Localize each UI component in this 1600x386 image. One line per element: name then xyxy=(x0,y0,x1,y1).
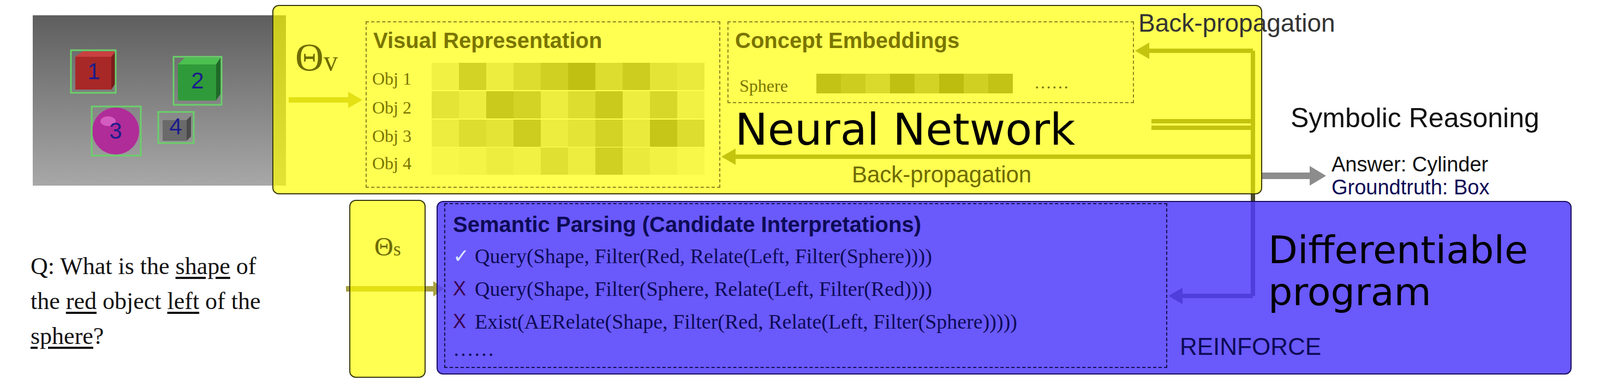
row-label: Obj 4 xyxy=(372,153,412,174)
feature-panel: Visual RepresentationObj 1 Obj 2 Obj 3 Obj … xyxy=(365,21,721,188)
check-mark: ✓ xyxy=(452,244,470,267)
question-text: Q: What is the xyxy=(30,252,170,282)
program-box: Differentiable programREINFORCE Semantic … xyxy=(436,200,1572,375)
callout-number: 4 xyxy=(169,115,182,139)
row-label: Obj 2 xyxy=(372,97,412,118)
flow-label: Back-propagation xyxy=(851,161,1032,188)
row-label: Sphere xyxy=(739,75,788,97)
green-cube xyxy=(177,64,217,101)
question-text: ? xyxy=(93,321,105,351)
neural-network-box: Neural Network Θv Visual RepresentationObj… xyxy=(272,4,1263,195)
panel-heading: Concept Embeddings xyxy=(735,27,960,53)
node-title: Neural Network xyxy=(735,108,1076,152)
program-text: Query(Shape, Filter(Sphere, Relate(Left,… xyxy=(474,277,933,302)
question-keyword: red xyxy=(66,287,97,316)
section-label: Symbolic Reasoning xyxy=(1290,102,1540,135)
answer-text: Answer: Cylinder xyxy=(1331,152,1489,177)
program-text: Exist(AERelate(Shape, Filter(Red, Relate… xyxy=(474,309,1018,334)
row-label: Obj 3 xyxy=(372,126,412,147)
green-cube xyxy=(177,57,221,65)
callout-number: 2 xyxy=(190,69,204,93)
parameter-symbol: Θv xyxy=(295,37,338,77)
gray-cube xyxy=(186,115,191,141)
program-text: Query(Shape, Filter(Red, Relate(Left, Fi… xyxy=(474,244,933,269)
cross-mark: X xyxy=(452,277,467,300)
question-keyword: left xyxy=(166,287,200,316)
question-keyword: sphere xyxy=(30,321,94,351)
node-title: Differentiable program xyxy=(1268,229,1563,314)
red-cube xyxy=(75,56,112,90)
program-text: …… xyxy=(452,337,495,362)
detection-box xyxy=(158,111,194,143)
question-keyword: shape xyxy=(175,252,231,282)
row-label: Obj 1 xyxy=(372,68,412,89)
detection-box xyxy=(173,56,222,105)
question-text: the xyxy=(30,287,61,316)
detection-box xyxy=(70,50,116,93)
parsing-panel: Semantic Parsing (Candidate Interpretati… xyxy=(444,203,1168,368)
panel-heading: Semantic Parsing (Candidate Interpretati… xyxy=(452,211,922,237)
question-text: of the xyxy=(205,287,261,316)
detection-box xyxy=(91,106,141,156)
cross-mark: X xyxy=(452,309,467,333)
callout-number: 1 xyxy=(87,60,100,83)
question-line: sphere? xyxy=(30,321,110,351)
question-text: of xyxy=(236,252,257,282)
red-cube xyxy=(75,51,116,57)
output-arrow xyxy=(1262,172,1311,179)
callout-number: 3 xyxy=(109,119,122,143)
parameter-symbol: Θs xyxy=(374,233,402,260)
row-label: …… xyxy=(1034,72,1070,93)
scene-background xyxy=(32,15,286,186)
parser-param-box: Θs xyxy=(349,199,426,378)
method-label: REINFORCE xyxy=(1179,332,1322,361)
green-cube xyxy=(216,57,221,101)
panel-heading: Visual Representation xyxy=(373,27,602,53)
arrow-head xyxy=(1309,165,1327,186)
purple-sphere xyxy=(92,107,140,155)
question-text: object xyxy=(102,287,162,316)
question-line: Q: What is theshapeof xyxy=(30,252,262,282)
groundtruth-text: Groundtruth: Box xyxy=(1331,175,1490,200)
question-line: theredobjectleftof the xyxy=(30,287,267,316)
scene-image xyxy=(32,15,286,186)
flow-label: Back-propagation xyxy=(1138,8,1336,38)
embedding-panel: Concept EmbeddingsSphere …… xyxy=(727,21,1134,104)
